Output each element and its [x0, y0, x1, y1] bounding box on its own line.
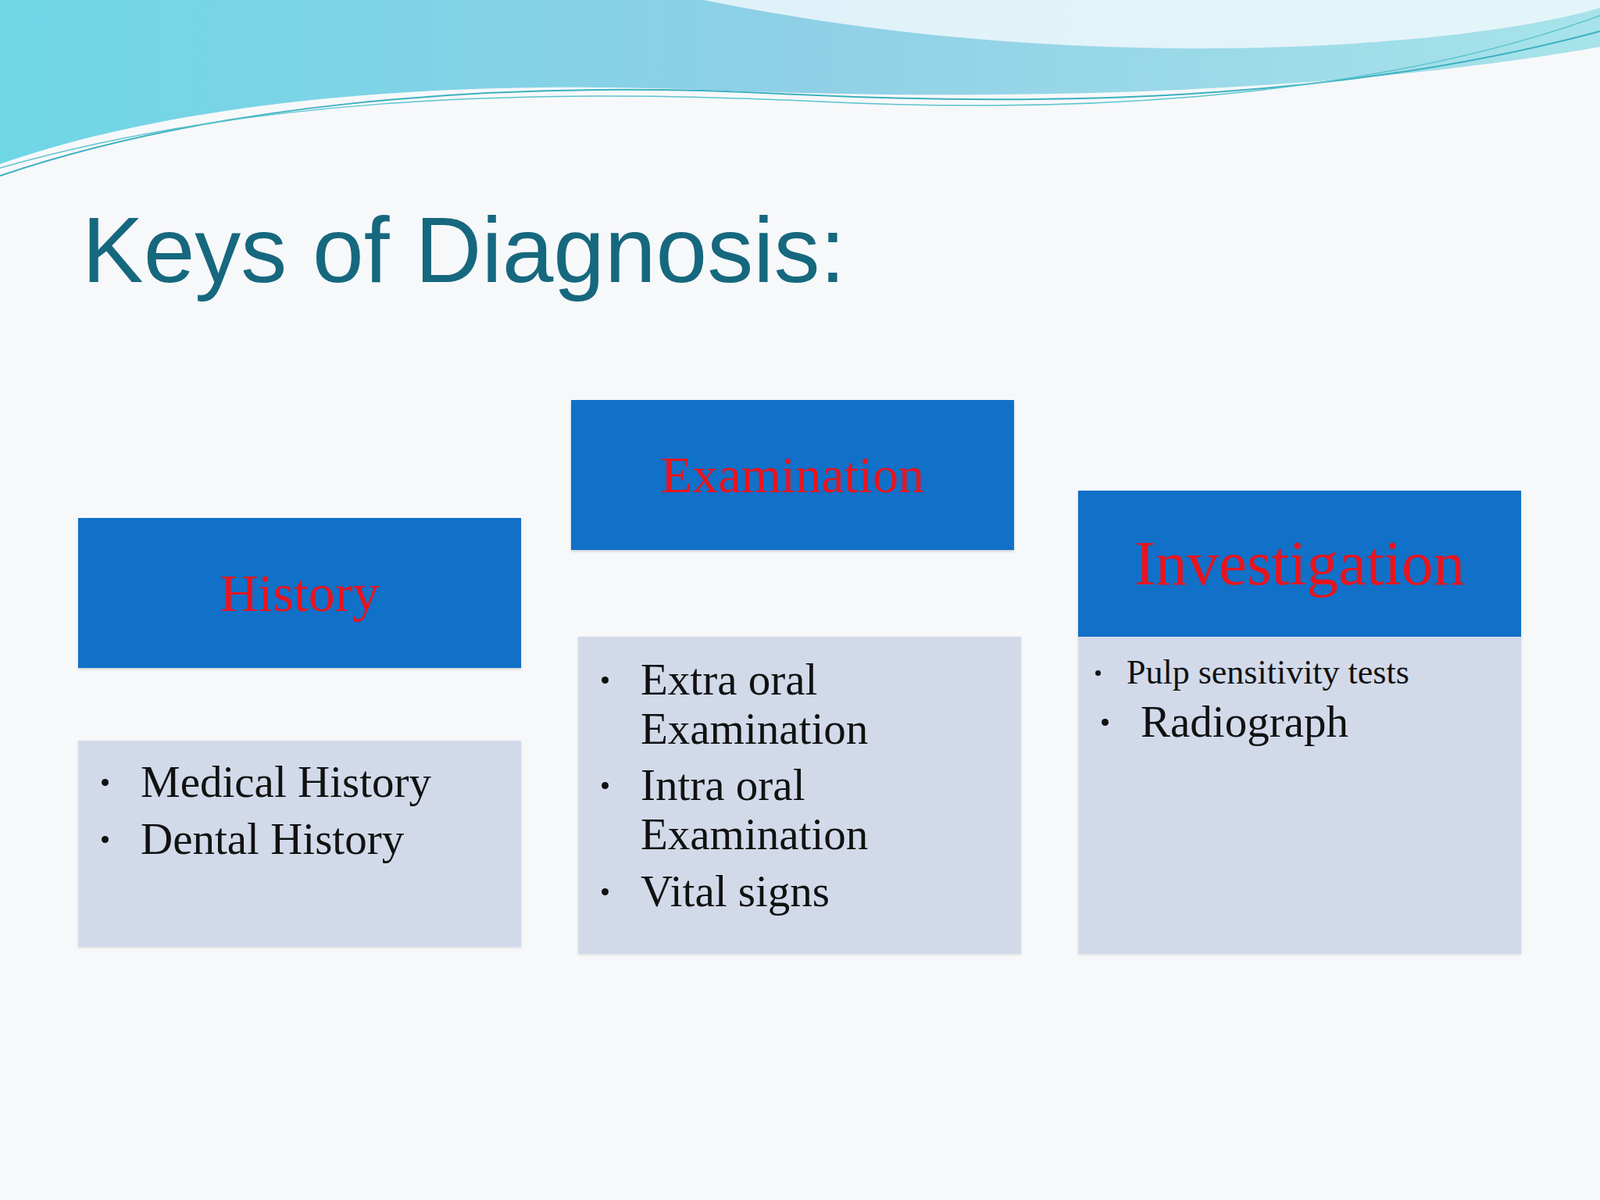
slide-title: Keys of Diagnosis: [82, 195, 846, 307]
category-header: History [78, 517, 522, 668]
bullet-item: Extra oral Examination [578, 655, 1006, 754]
category-header: Investigation [1078, 490, 1522, 637]
bullet-dot [1101, 718, 1109, 726]
bullet-dot [101, 835, 109, 843]
list-text: Dental History [140, 814, 404, 864]
list-text: Medical History [140, 757, 432, 807]
list-text: Pulp sensitivity tests [1126, 653, 1410, 692]
bullet-dot [601, 888, 609, 896]
list-text: Extra oral Examination [640, 654, 868, 754]
bullet-item: Intra oral Examination [578, 760, 1006, 859]
list-text: Vital signs [640, 866, 830, 916]
wave-banner [0, 0, 1600, 204]
bullet-dot [601, 676, 609, 684]
bullet-dot [601, 782, 609, 790]
category-list: Pulp sensitivity testsRadiograph [1078, 636, 1522, 954]
bullet-item: Pulp sensitivity tests [1078, 653, 1506, 692]
header-text: Investigation [1134, 528, 1465, 599]
bullet-dot [1095, 670, 1101, 676]
list-text: Intra oral Examination [640, 760, 868, 859]
category-list: Medical HistoryDental History [78, 740, 522, 947]
category-list: Extra oral ExaminationIntra oral Examina… [578, 636, 1022, 954]
bullet-item: Vital signs [578, 867, 1006, 917]
header-text: History [220, 564, 380, 623]
list-text: Radiograph [1140, 696, 1349, 747]
bullet-item: Radiograph [1078, 697, 1506, 747]
bullet-item: Medical History [78, 757, 506, 808]
category-header: Examination [571, 400, 1015, 550]
header-text: Examination [660, 446, 925, 504]
bullet-item: Dental History [78, 814, 506, 865]
bullet-dot [101, 778, 109, 786]
